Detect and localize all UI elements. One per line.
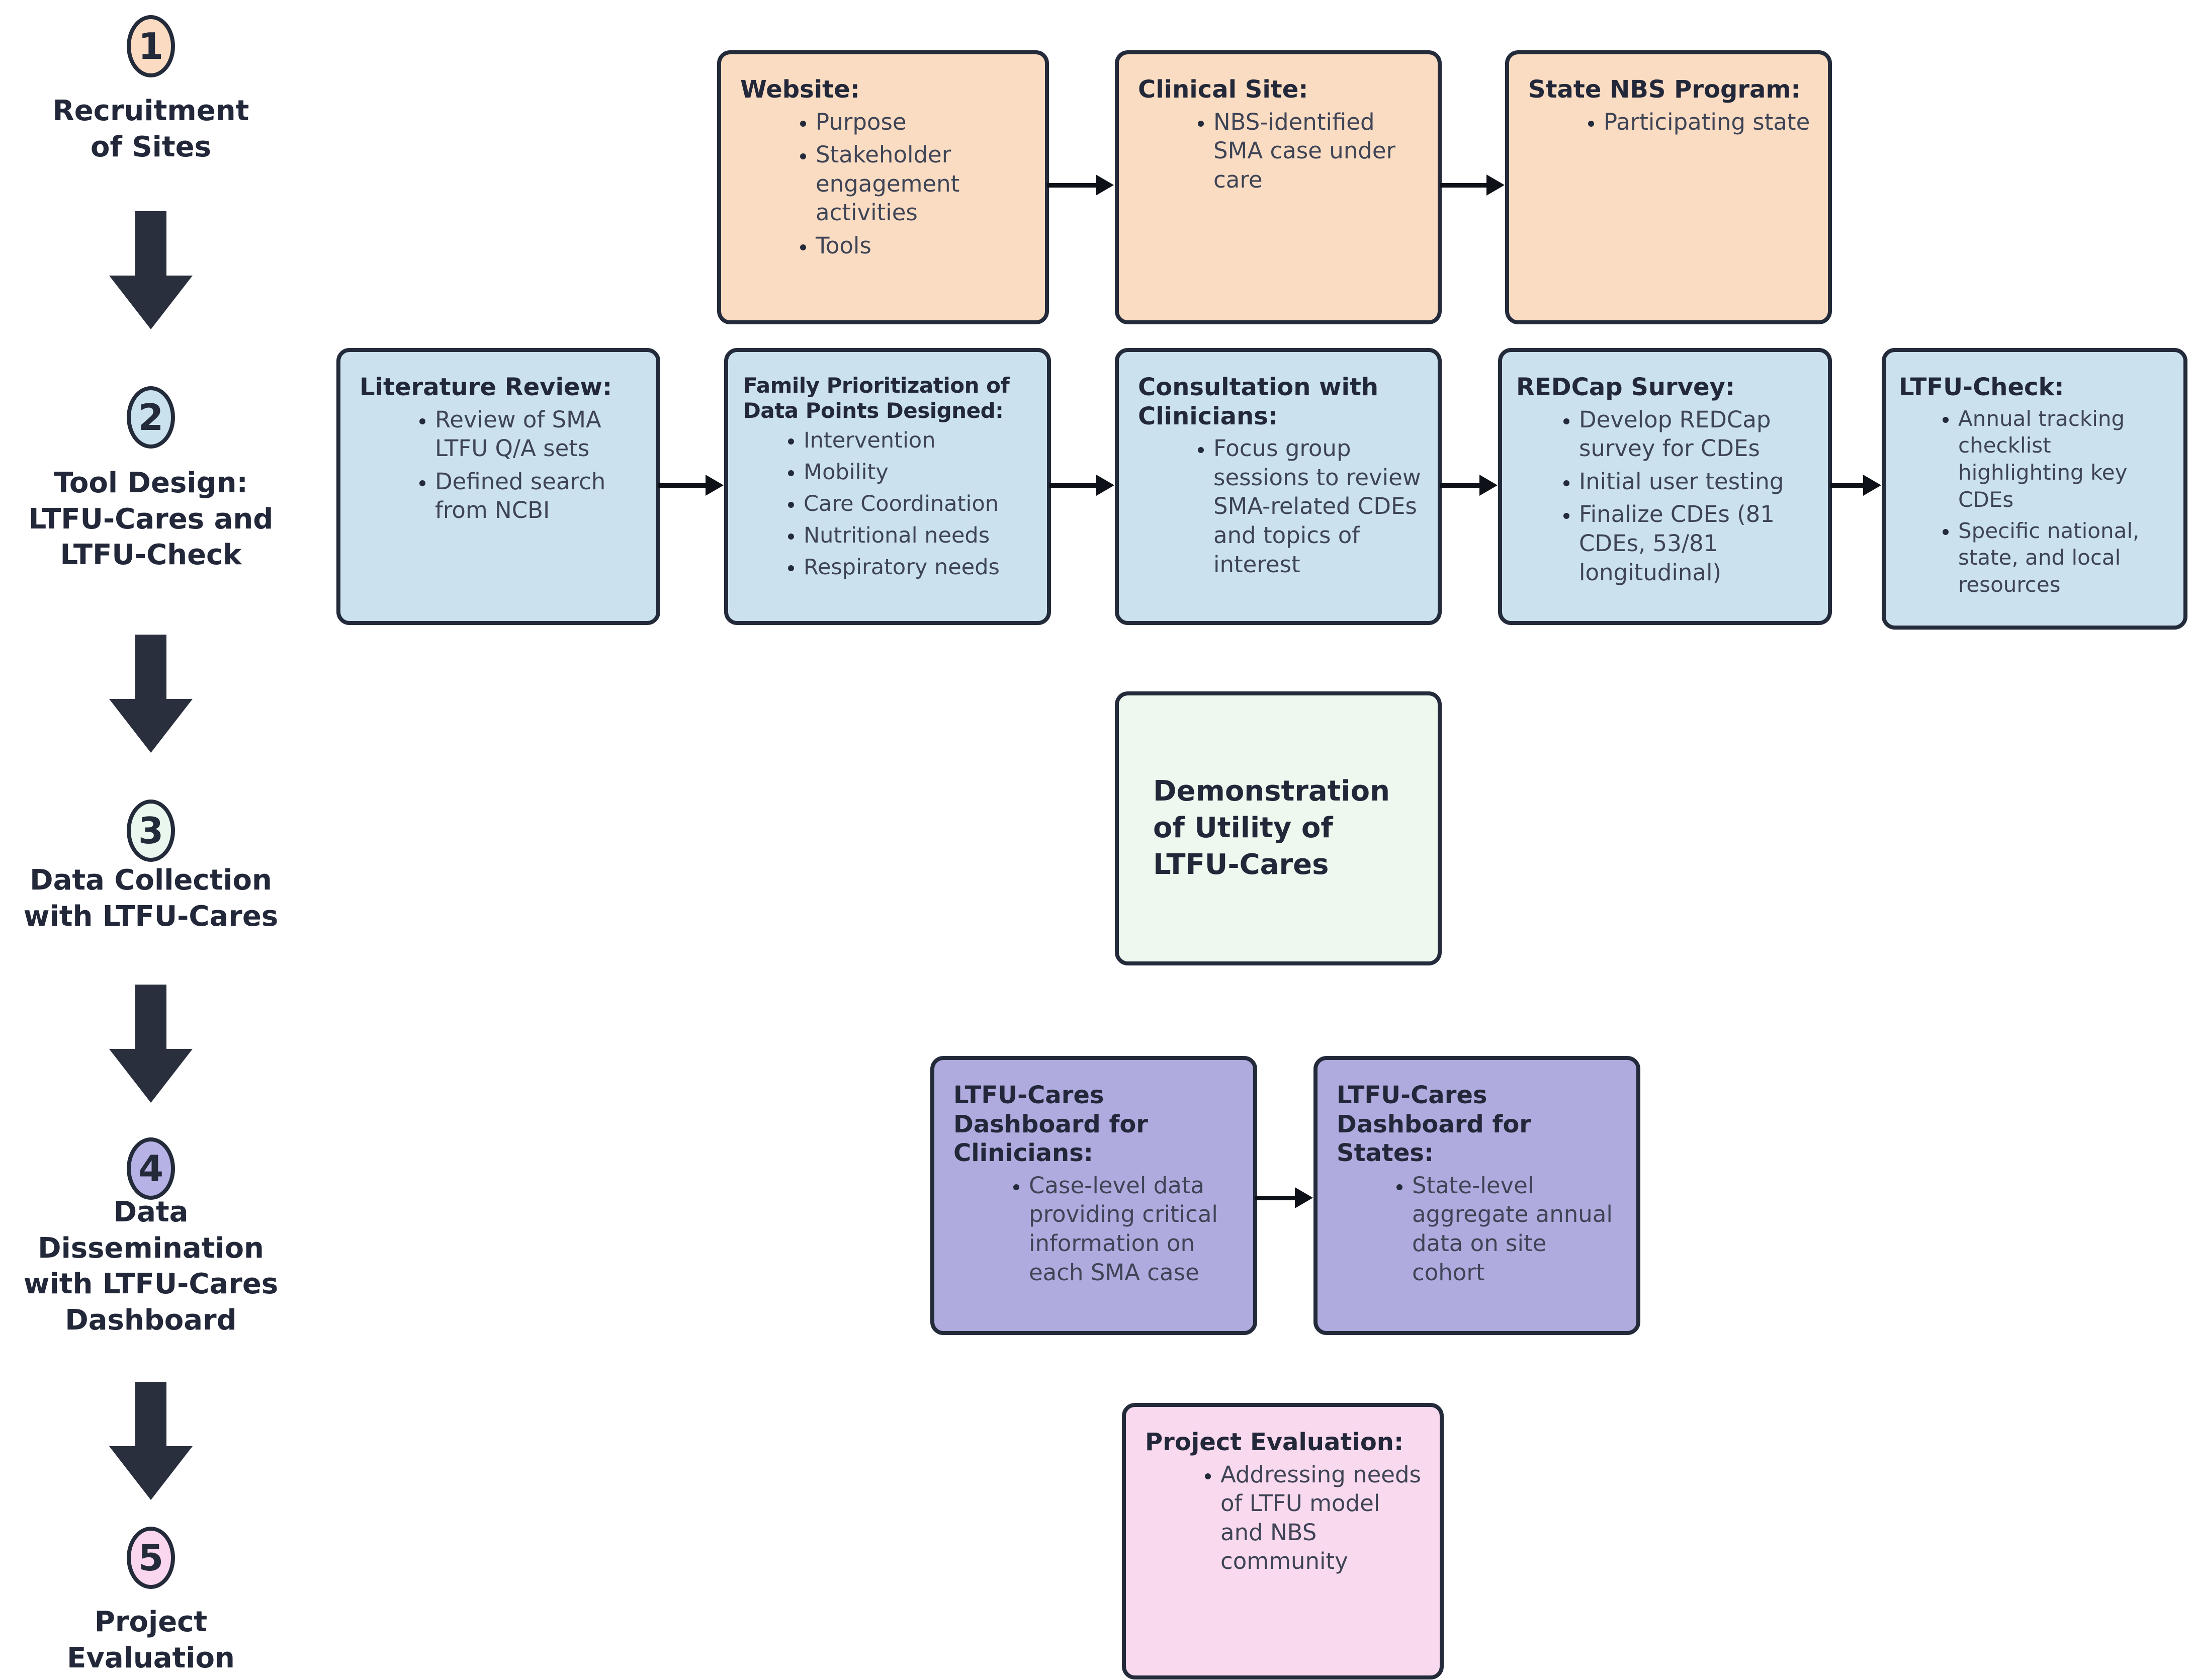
box-title: Clinical Site: [1138, 75, 1308, 104]
bullet-item: Purpose [816, 108, 1030, 137]
bullet-item: Care Coordination [804, 490, 1032, 518]
consultation-box: Consultation with Clinicians: Focus grou… [1115, 348, 1442, 625]
bullet-list: Annual tracking checklist highlighting k… [1899, 405, 2168, 598]
box-title: REDCap Survey: [1516, 373, 1735, 401]
box-title: LTFU-Check: [1899, 373, 2064, 401]
bullet-item: Stakeholder engagement activities [816, 140, 1030, 227]
right-arrow-icon [1440, 475, 1498, 496]
down-arrow-icon [109, 985, 193, 1103]
right-arrow-icon [1255, 1187, 1313, 1208]
state-nbs-program-box: State NBS Program: Participating state [1505, 50, 1832, 324]
bullet-list: NBS-identified SMA case under care [1138, 108, 1423, 195]
step-label-line: of Sites [91, 130, 211, 163]
redcap-survey-box: REDCap Survey: Develop REDCap survey for… [1498, 348, 1832, 625]
bullet-item: Finalize CDEs (81 CDEs, 53/81 longitudin… [1579, 500, 1813, 587]
step-label-line: Recruitment [52, 95, 249, 127]
step-1-number: 1 [138, 25, 164, 67]
bullet-item: Develop REDCap survey for CDEs [1579, 405, 1813, 463]
right-arrow-icon [658, 475, 724, 496]
box-title: Family Prioritization of Data Points Des… [743, 373, 1010, 423]
box-title: LTFU-Cares Dashboard for Clinicians: [953, 1081, 1148, 1168]
bullet-item: Specific national, state, and local reso… [1958, 517, 2168, 598]
right-arrow-icon [1830, 475, 1881, 496]
dashboard-states-box: LTFU-Cares Dashboard for States: State-l… [1313, 1056, 1640, 1335]
right-arrow-icon [1049, 475, 1114, 496]
website-box: Website: PurposeStakeholder engagement a… [717, 50, 1049, 324]
bullet-item: Tools [816, 231, 1030, 260]
step-3-number: 3 [138, 810, 164, 852]
bullet-list: Addressing needs of LTFU model and NBS c… [1145, 1460, 1425, 1576]
down-arrow-icon [109, 211, 193, 329]
step-5-number: 5 [138, 1537, 164, 1579]
family-prioritization-box: Family Prioritization of Data Points Des… [724, 348, 1051, 625]
bullet-item: Participating state [1604, 108, 1813, 137]
step-label-line: Dashboard [65, 1304, 237, 1337]
bullet-item: Annual tracking checklist highlighting k… [1958, 405, 2168, 513]
bullet-item: Intervention [804, 427, 1032, 455]
step-2-number: 2 [138, 396, 164, 438]
bullet-item: Initial user testing [1579, 467, 1813, 496]
down-arrow-icon [109, 1382, 193, 1500]
step-3-circle: 3 [127, 800, 175, 862]
project-evaluation-box: Project Evaluation: Addressing needs of … [1122, 1403, 1444, 1679]
step-5-circle: 5 [127, 1527, 175, 1589]
literature-review-box: Literature Review: Review of SMA LTFU Q/… [336, 348, 660, 625]
step-label-line: LTFU-Cares and [28, 502, 274, 536]
bullet-item: Defined search from NCBI [435, 467, 641, 525]
bullet-item: Focus group sessions to review SMA-relat… [1213, 434, 1423, 579]
step-label-line: Tool Design: [54, 467, 248, 499]
down-arrow-icon [109, 635, 193, 753]
step-1-circle: 1 [127, 15, 175, 77]
ltfu-check-box: LTFU-Check: Annual tracking checklist hi… [1882, 348, 2187, 630]
step-label-line: Dissemination [38, 1231, 264, 1265]
bullet-item: Review of SMA LTFU Q/A sets [435, 405, 641, 463]
bullet-list: Case-level data providing critical infor… [953, 1171, 1238, 1287]
bullet-item: NBS-identified SMA case under care [1213, 108, 1423, 195]
box-title: Demonstration of Utility of LTFU-Cares [1153, 775, 1390, 881]
bullet-item: Nutritional needs [804, 522, 1032, 550]
clinical-site-box: Clinical Site: NBS-identified SMA case u… [1115, 50, 1442, 324]
step-2-circle: 2 [127, 386, 175, 449]
box-title: Literature Review: [360, 373, 612, 401]
bullet-list: Focus group sessions to review SMA-relat… [1138, 434, 1423, 579]
bullet-item: State-level aggregate annual data on sit… [1412, 1171, 1621, 1287]
bullet-item: Mobility [804, 459, 1032, 486]
right-arrow-icon [1440, 174, 1505, 196]
box-title: State NBS Program: [1528, 75, 1801, 104]
step-label-line: Project Evaluation [67, 1606, 235, 1674]
bullet-list: State-level aggregate annual data on sit… [1337, 1171, 1621, 1287]
box-title: LTFU-Cares Dashboard for States: [1337, 1081, 1531, 1168]
bullet-item: Case-level data providing critical infor… [1029, 1171, 1238, 1287]
dashboard-clinicians-box: LTFU-Cares Dashboard for Clinicians: Cas… [930, 1056, 1257, 1335]
step-label-line: with LTFU-Cares [23, 1268, 279, 1301]
step-5-label: Project Evaluation [10, 1604, 292, 1676]
box-title: Website: [740, 75, 860, 104]
box-title: Project Evaluation: [1145, 1428, 1404, 1456]
step-label-line: Data Collection [30, 864, 272, 897]
step-4-circle: 4 [127, 1137, 175, 1200]
bullet-item: Addressing needs of LTFU model and NBS c… [1220, 1460, 1425, 1576]
bullet-list: Develop REDCap survey for CDEsInitial us… [1516, 405, 1813, 587]
bullet-list: Review of SMA LTFU Q/A setsDefined searc… [360, 405, 641, 525]
right-arrow-icon [1047, 174, 1114, 196]
bullet-list: PurposeStakeholder engagement activities… [740, 108, 1030, 260]
step-label-line: LTFU-Check [60, 539, 242, 572]
bullet-list: Participating state [1528, 108, 1813, 137]
demonstration-box: Demonstration of Utility of LTFU-Cares [1115, 691, 1442, 965]
step-label-line: with LTFU-Cares [23, 900, 279, 933]
step-label-line: Data [113, 1196, 189, 1228]
box-title: Consultation with Clinicians: [1138, 373, 1379, 430]
bullet-list: InterventionMobilityCare CoordinationNut… [743, 427, 1032, 581]
step-4-number: 4 [138, 1147, 164, 1190]
bullet-item: Respiratory needs [804, 554, 1032, 581]
